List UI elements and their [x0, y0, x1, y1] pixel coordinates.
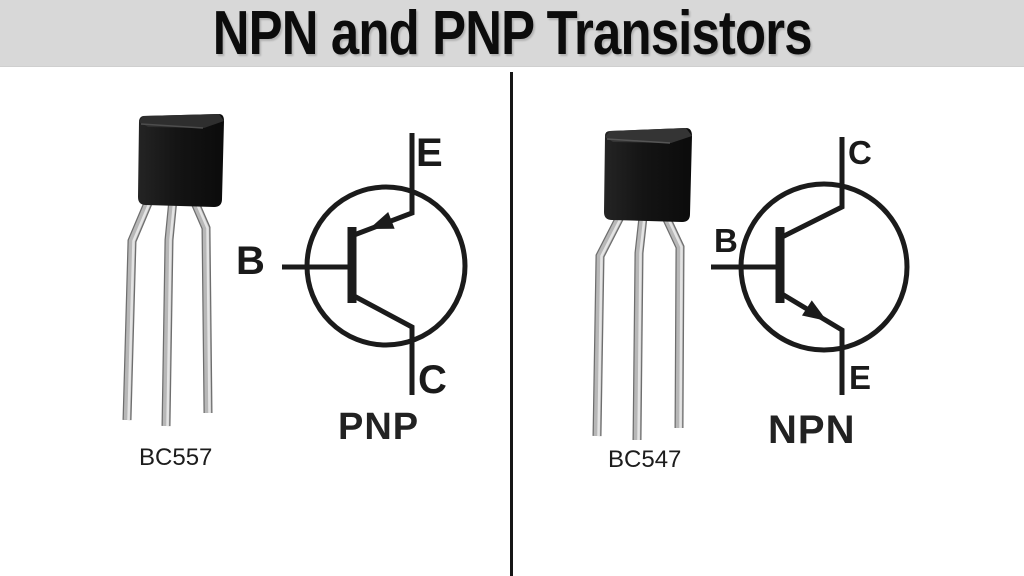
npn-emitter-lead [780, 291, 845, 395]
bc557-body [138, 114, 224, 207]
bc557-body-seam [140, 123, 204, 129]
pnp-base-label: B [236, 239, 265, 283]
pnp-type-label: PNP [338, 406, 420, 448]
npn-arrow [801, 300, 827, 321]
divider-line [510, 72, 513, 576]
bc547-body-seam [606, 138, 671, 144]
pnp-symbol [282, 133, 468, 395]
bc547-photo [592, 128, 692, 441]
npn-type-label: NPN [768, 408, 856, 452]
bc557-legs [122, 194, 213, 427]
pnp-emitter-label: E [416, 131, 443, 175]
page-title: NPN and PNP Transistors [212, 0, 813, 68]
bc547-body-top-face [605, 128, 692, 143]
pnp-collector-label: C [418, 358, 447, 402]
bc547-part-label: BC547 [608, 446, 682, 473]
npn-collector-lead [780, 137, 845, 240]
npn-collector-label: C [848, 134, 872, 171]
pnp-collector-lead [352, 293, 415, 395]
bc547-body [604, 128, 692, 222]
title-banner: NPN and PNP Transistors [0, 0, 1024, 68]
bc557-photo [122, 114, 224, 427]
npn-base-label: B [714, 222, 738, 259]
bc547-legs [592, 212, 685, 441]
bc557-part-label: BC557 [139, 444, 213, 471]
pnp-arrow [369, 211, 395, 229]
npn-symbol [711, 137, 910, 395]
npn-emitter-label: E [849, 359, 872, 396]
